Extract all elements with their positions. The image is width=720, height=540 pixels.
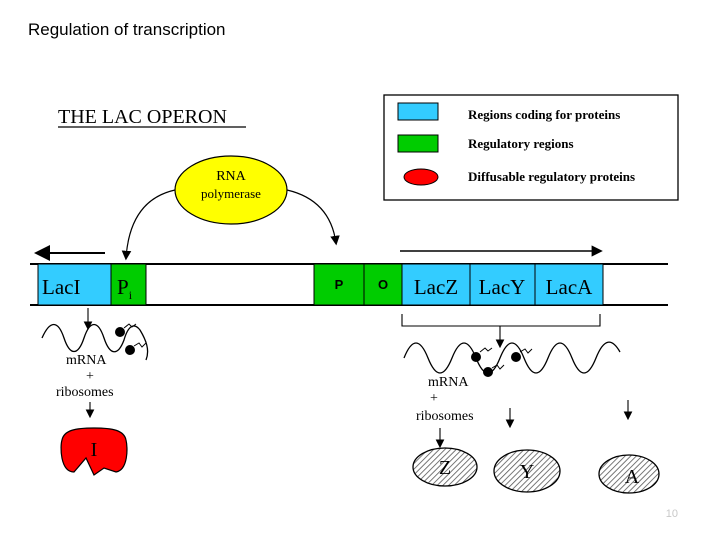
- laci-gene-label: LacI: [42, 275, 80, 299]
- operator-label: O: [378, 277, 388, 292]
- lacz-gene-box: [401, 263, 471, 306]
- left-mrna-label: mRNA: [66, 353, 107, 368]
- slide-title: Regulation of transcription: [28, 20, 226, 39]
- right-peptide-1: [479, 347, 493, 353]
- z-protein: [412, 447, 478, 487]
- laci-mrna-wave: [41, 323, 149, 361]
- pi-promoter-box: [110, 263, 147, 306]
- lacy-gene-box: [469, 263, 536, 306]
- promoter-label: P: [335, 277, 344, 292]
- legend-protein-label: Diffusable regulatory proteins: [468, 169, 635, 184]
- left-ribosomes-label: ribosomes: [56, 385, 114, 400]
- left-ribosome-2: [125, 345, 135, 355]
- y-protein-label: Y: [520, 461, 534, 483]
- left-ribosome-1: [115, 327, 125, 337]
- legend-coding-label: Regions coding for proteins: [468, 107, 620, 122]
- left-plus-label: +: [86, 369, 94, 384]
- rna-polymerase-line2: polymerase: [201, 186, 261, 201]
- operon-mrna-wave: [403, 341, 621, 374]
- legend: Regions coding for proteins Regulatory r…: [383, 94, 679, 201]
- promoter-box: [313, 263, 365, 306]
- repressor-protein-label: I: [91, 439, 98, 461]
- right-ribosome-1: [471, 352, 481, 362]
- polymerase-arrow-right: [286, 189, 340, 246]
- operon-bracket: [401, 314, 601, 327]
- legend-coding-swatch: [397, 102, 439, 121]
- legend-regulatory-label: Regulatory regions: [468, 136, 574, 151]
- right-mrna-label: mRNA: [428, 375, 469, 390]
- right-peptide-2: [491, 364, 505, 370]
- diagram-heading: THE LAC OPERON: [58, 106, 227, 128]
- right-ribosome-2: [483, 367, 493, 377]
- rna-polymerase-line1: RNA: [216, 169, 246, 184]
- z-protein-label: Z: [439, 457, 451, 479]
- a-protein-label: A: [625, 466, 640, 488]
- right-plus-label: +: [430, 391, 438, 406]
- operator-box: [363, 263, 403, 306]
- left-peptide-1: [123, 323, 137, 329]
- right-peptide-3: [519, 348, 533, 354]
- polymerase-arrow-left: [121, 189, 176, 261]
- y-protein: [493, 449, 561, 493]
- laca-gene-label: LacA: [546, 275, 593, 299]
- laca-gene-box: [534, 263, 604, 306]
- pi-promoter-label: Pi: [117, 275, 133, 302]
- page-number: 10: [665, 508, 678, 520]
- right-ribosome-3: [511, 352, 521, 362]
- legend-regulatory-swatch: [397, 134, 439, 153]
- legend-protein-swatch: [403, 168, 439, 186]
- left-peptide-2: [133, 342, 147, 348]
- lacy-gene-label: LacY: [479, 275, 526, 299]
- lacz-gene-label: LacZ: [414, 275, 458, 299]
- repressor-protein: [60, 427, 128, 476]
- a-protein: [598, 454, 660, 494]
- right-ribosomes-label: ribosomes: [416, 409, 474, 424]
